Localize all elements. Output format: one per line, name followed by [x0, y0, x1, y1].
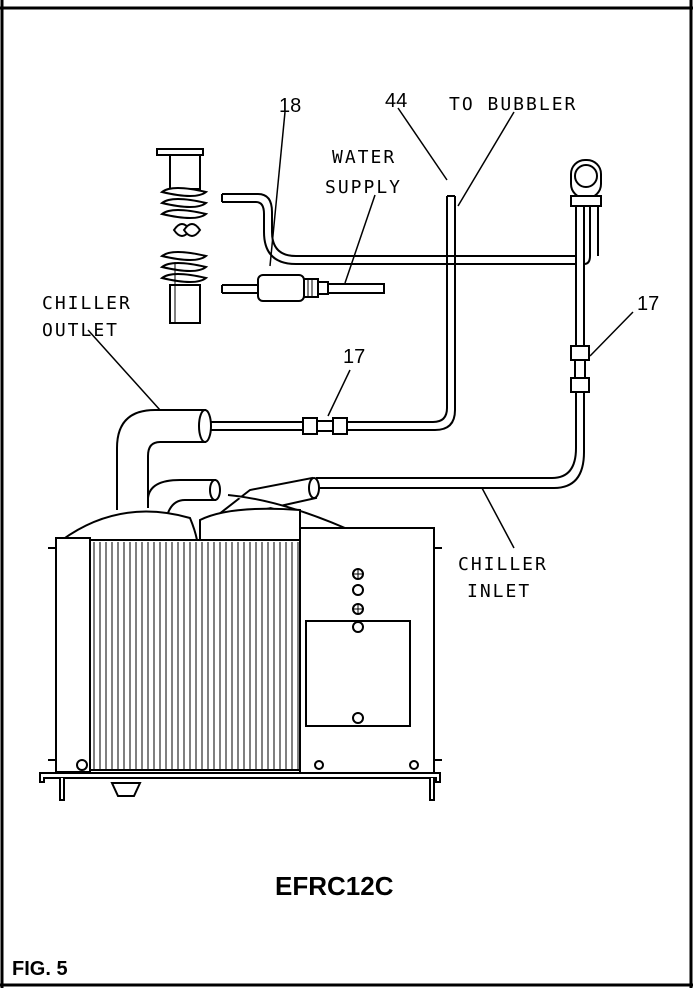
label-chiller-inlet-2: INLET [467, 581, 531, 602]
coupler-center [205, 417, 348, 435]
condenser-fins [93, 542, 299, 770]
label-chiller-outlet-1: CHILLER [42, 293, 132, 314]
callout-17-right: 17 [637, 293, 659, 315]
coupler-right [316, 345, 590, 489]
callout-17-center: 17 [343, 346, 365, 368]
callout-44: 44 [385, 90, 407, 112]
label-water: WATER [332, 147, 396, 168]
model-number: EFRC12C [275, 871, 394, 901]
insulated-pipes [116, 409, 346, 529]
callout-18: 18 [279, 95, 301, 117]
label-chiller-outlet-2: OUTLET [42, 320, 119, 341]
label-to-bubbler: TO BUBBLER [449, 94, 577, 115]
label-supply: SUPPLY [325, 177, 402, 198]
supply-tubes [221, 193, 576, 294]
bubbler-valve-assembly [156, 148, 209, 324]
tube-44 [345, 195, 456, 431]
figure-label: FIG. 5 [12, 958, 68, 980]
label-chiller-inlet-1: CHILLER [458, 554, 548, 575]
bubbler-elbow [570, 159, 602, 346]
strainer-fitting [257, 274, 385, 302]
leader-lines [87, 107, 634, 549]
